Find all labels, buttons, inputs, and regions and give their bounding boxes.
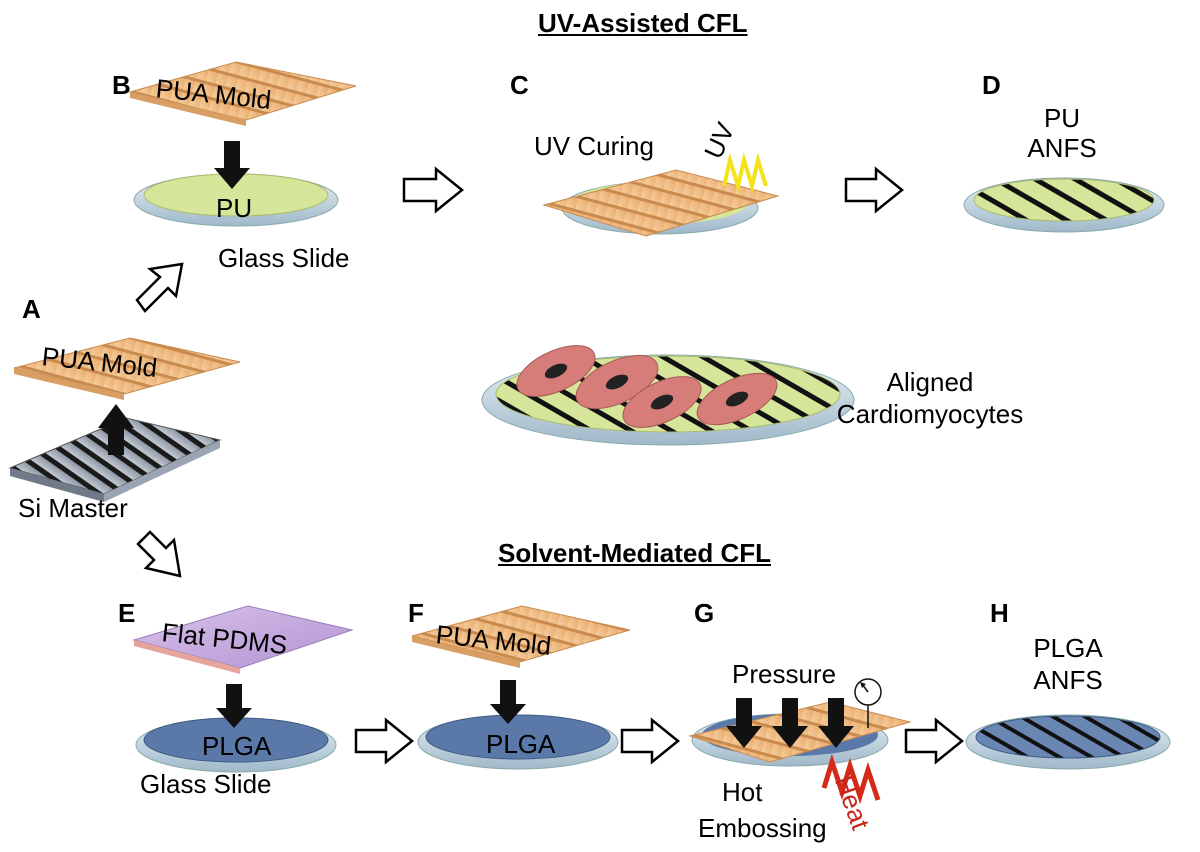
panel-h-figure: [965, 714, 1171, 770]
panel-label-h: H: [990, 598, 1009, 628]
panel-label-b: B: [112, 70, 131, 100]
down-arrow-f: [490, 680, 526, 724]
label-d-anfs: ANFS: [1027, 133, 1097, 163]
plga-layer-f: [425, 714, 611, 760]
pressure-gauge-icon: [854, 678, 882, 728]
arrow-g-to-h: [904, 717, 964, 765]
label-d-pu: PU: [1043, 103, 1081, 133]
arrow-b-to-c: [402, 166, 464, 214]
cell-3: [622, 376, 702, 428]
label-pressure: Pressure: [732, 659, 837, 689]
pua-mold-f: [411, 605, 631, 663]
pua-mold-b: [128, 61, 357, 121]
panel-label-d: D: [982, 70, 1001, 100]
pua-mold-c: [542, 169, 780, 237]
down-arrow-b: [214, 141, 250, 189]
cell-2: [575, 354, 659, 410]
heat-wave: [821, 753, 881, 805]
pressure-arrow-1: [726, 698, 762, 748]
label-f-plga: PLGA: [486, 729, 556, 759]
panel-e-figure: [132, 605, 354, 773]
cardiomyocytes-figure: [481, 345, 855, 446]
panel-c-figure: [542, 152, 780, 237]
label-aligned: Aligned: [886, 367, 974, 397]
label-b-pu: PU: [216, 193, 253, 223]
panel-label-a: A: [22, 294, 41, 324]
label-h-anfs: ANFS: [1033, 665, 1103, 695]
heading-uv-assisted: UV-Assisted CFL: [538, 8, 748, 38]
arrow-a-to-e: [136, 530, 182, 578]
cell-1: [516, 345, 596, 397]
pressure-arrow-2: [772, 698, 808, 748]
panel-f-figure: [411, 605, 631, 770]
panel-label-g: G: [694, 598, 715, 628]
panel-d-figure: [963, 177, 1165, 233]
arrow-a-to-b: [135, 262, 184, 313]
panel-label-e: E: [118, 598, 136, 628]
pu-anfs-d: [973, 178, 1155, 222]
label-hot: Hot: [722, 777, 763, 807]
label-e-plga: PLGA: [202, 731, 272, 761]
label-embossing: Embossing: [698, 813, 827, 843]
label-si-master: Si Master: [18, 493, 128, 523]
arrow-c-to-d: [844, 166, 904, 214]
label-cardiomyocytes: Cardiomyocytes: [836, 399, 1024, 429]
panel-label-c: C: [510, 70, 529, 100]
up-arrow-a: [98, 404, 134, 455]
label-e-glass-slide: Glass Slide: [140, 769, 272, 799]
label-b-glass-slide: Glass Slide: [218, 243, 350, 273]
cell-4: [696, 372, 778, 426]
panel-label-f: F: [408, 598, 424, 628]
plga-anfs-h: [975, 715, 1161, 759]
heading-solvent-mediated: Solvent-Mediated CFL: [498, 538, 772, 568]
panel-g-figure: [688, 678, 912, 805]
label-uv-curing: UV Curing: [534, 131, 654, 161]
panel-b-figure: [128, 61, 357, 227]
arrow-e-to-f: [354, 717, 414, 765]
label-h-plga: PLGA: [1033, 633, 1103, 663]
arrow-f-to-g: [620, 717, 680, 765]
uv-wave: [722, 152, 768, 194]
pressure-arrow-3: [818, 698, 854, 748]
panel-a-figure: [8, 337, 241, 502]
down-arrow-e: [216, 684, 252, 728]
